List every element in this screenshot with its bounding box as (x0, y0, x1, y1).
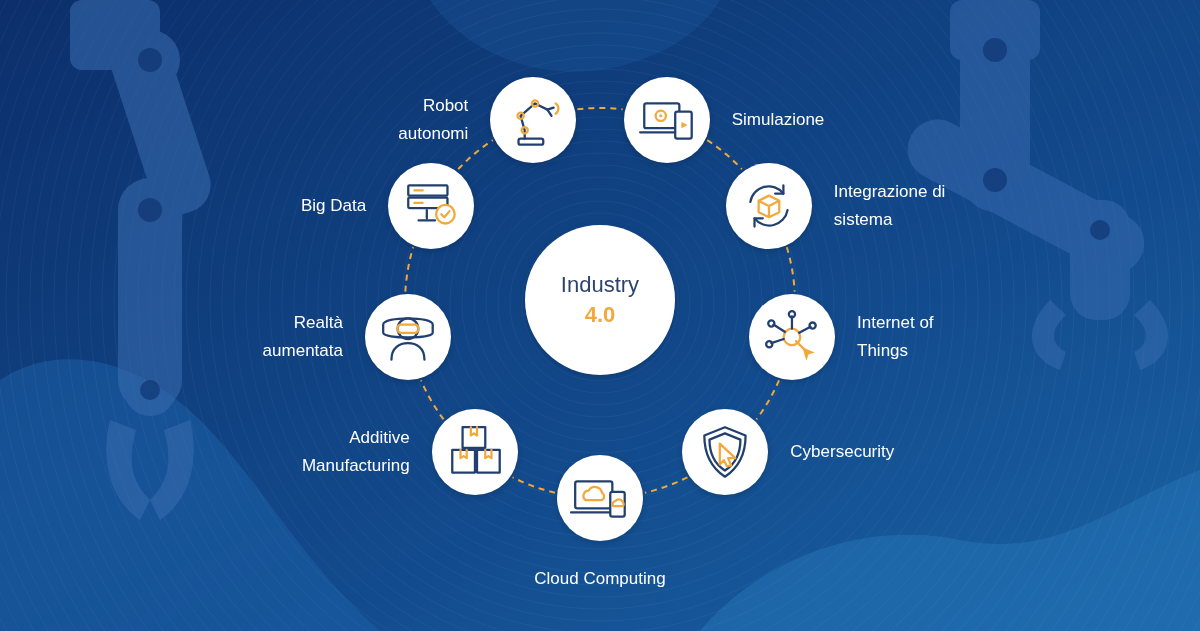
ring-connector (458, 140, 493, 169)
icon-circle: Integrazione di sistema (726, 163, 812, 249)
robot-arm-left (70, 0, 218, 520)
ring (102, 0, 1098, 631)
ring (294, 0, 906, 609)
icon-circle: Robot autonomi (490, 77, 576, 163)
ring (66, 0, 1134, 631)
icon (502, 89, 564, 151)
node-label: Cybersecurity (790, 438, 894, 466)
robot-arm-left-joints (138, 48, 162, 400)
ring-connector (645, 477, 687, 492)
ring (450, 153, 750, 453)
icon (694, 421, 756, 483)
ring (78, 0, 1122, 631)
ring (258, 0, 942, 631)
ring (498, 201, 702, 405)
icon (377, 306, 439, 368)
ring-connector (787, 247, 795, 292)
ring (486, 189, 714, 417)
ring-connector (421, 380, 444, 419)
ring (474, 177, 726, 429)
center-title: Industry (561, 270, 639, 300)
node-label: Integrazione di sistema (834, 178, 954, 234)
ring (522, 225, 678, 381)
ring (150, 0, 1050, 631)
ring (42, 0, 1158, 631)
ring (54, 0, 1146, 631)
ring (246, 0, 954, 631)
ring (234, 0, 966, 631)
ring (210, 0, 990, 631)
node-label: Cloud Computing (534, 565, 665, 593)
blob (700, 470, 1200, 631)
node-label: Robot autonomi (378, 92, 468, 148)
icon (761, 306, 823, 368)
icon-circle: Big Data (388, 163, 474, 249)
ring-connector (577, 108, 622, 109)
ring (318, 21, 882, 585)
icon-circle: Cloud Computing (557, 455, 643, 541)
ring (306, 9, 894, 597)
ring (402, 105, 798, 501)
icon (636, 89, 698, 151)
ring (342, 45, 858, 561)
icon (569, 467, 631, 529)
ring (222, 0, 978, 631)
ring (270, 0, 930, 631)
center-version: 4.0 (585, 300, 616, 330)
icon-circle: Realtà aumentata (365, 294, 451, 380)
blob (0, 359, 380, 631)
ring (510, 213, 690, 393)
ring (162, 0, 1038, 631)
robot-arm-right-joints (983, 38, 1110, 240)
node-label: Simulazione (732, 106, 825, 134)
node-label: Internet of Things (857, 309, 957, 365)
ring (390, 93, 810, 513)
icon (444, 421, 506, 483)
ring (198, 0, 1002, 631)
ring (30, 0, 1170, 631)
icon (738, 175, 800, 237)
ring (126, 0, 1074, 631)
ring (138, 0, 1062, 631)
ring (354, 57, 846, 549)
node-label: Additive Manufacturing (270, 424, 410, 480)
ring (18, 0, 1182, 631)
center-circle: Industry4.0 (525, 225, 675, 375)
ring (114, 0, 1086, 631)
icon-circle: Internet of Things (749, 294, 835, 380)
ring-connector (513, 477, 555, 492)
ring (6, 0, 1194, 631)
ring (174, 0, 1026, 631)
icon-circle: Simulazione (624, 77, 710, 163)
ring-connector (405, 247, 413, 292)
ring (186, 0, 1014, 631)
icon-circle: Additive Manufacturing (432, 409, 518, 495)
ring (330, 33, 870, 573)
node-label: Big Data (301, 192, 366, 220)
ring (282, 0, 918, 621)
ring (462, 165, 738, 441)
ring (90, 0, 1110, 631)
ring-connector (756, 380, 779, 419)
node-label: Realtà aumentata (243, 309, 343, 365)
icon-circle: Cybersecurity (682, 409, 768, 495)
icon (400, 175, 462, 237)
ring-connector (707, 140, 742, 169)
